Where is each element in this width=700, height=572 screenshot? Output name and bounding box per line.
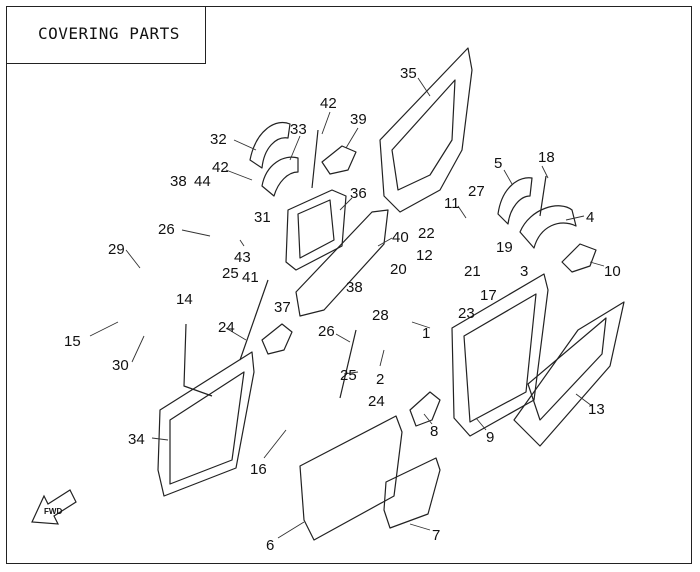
callout-3: 3 (520, 263, 528, 280)
callout-10: 10 (604, 263, 621, 280)
part-9-right-door (451, 273, 549, 437)
part-39-handle (321, 145, 357, 175)
callout-9: 9 (486, 429, 494, 446)
callout-11: 11 (444, 195, 460, 212)
part-8-latch (409, 391, 441, 427)
callout-42a: 42 (320, 95, 337, 112)
callout-26b: 26 (318, 323, 335, 340)
callout-21: 21 (464, 263, 481, 280)
callout-44: 44 (194, 173, 211, 190)
callout-26a: 26 (158, 221, 175, 238)
callout-33: 33 (290, 121, 307, 138)
callout-43: 43 (234, 249, 251, 266)
diagram-title: COVERING PARTS (38, 24, 180, 43)
callout-14: 14 (176, 291, 193, 308)
callout-34: 34 (128, 431, 145, 448)
part-7-grille (383, 457, 441, 529)
callout-32: 32 (210, 131, 227, 148)
title-box (6, 6, 206, 64)
callout-41: 41 (242, 269, 259, 286)
callout-25b: 25 (340, 367, 357, 384)
fwd-label: FWD (44, 507, 62, 516)
callout-18: 18 (538, 149, 555, 166)
part-34-left-door (157, 351, 255, 497)
part-33-handle (261, 156, 299, 197)
part-6-outer-door (299, 415, 403, 541)
callout-15: 15 (64, 333, 81, 350)
part-4-grab-handle (519, 205, 577, 249)
part-36-window-frame (285, 189, 347, 271)
callout-31: 31 (254, 209, 271, 226)
part-32-handle (249, 122, 291, 169)
callout-7: 7 (432, 527, 440, 544)
callout-2: 2 (376, 371, 384, 388)
callout-19: 19 (496, 239, 513, 256)
callout-16: 16 (250, 461, 267, 478)
callout-23: 23 (458, 305, 475, 322)
callout-4: 4 (586, 209, 594, 226)
callout-29: 29 (108, 241, 125, 258)
part-13-outline (513, 301, 625, 447)
callout-30: 30 (112, 357, 129, 374)
part-37-latch (261, 323, 293, 355)
callout-12: 12 (416, 247, 433, 264)
callout-6: 6 (266, 537, 274, 554)
callout-25a: 25 (222, 265, 239, 282)
callout-42b: 42 (212, 159, 229, 176)
part-5-grab-handle (497, 177, 533, 225)
part-35-door-panel (379, 47, 473, 213)
callout-5: 5 (494, 155, 502, 172)
callout-22: 22 (418, 225, 435, 242)
callout-numbers: 1 2 3 4 5 6 7 8 9 10 11 12 13 14 15 16 1… (64, 65, 621, 554)
callout-17: 17 (480, 287, 497, 304)
callout-20: 20 (390, 261, 407, 278)
callout-24a: 24 (218, 319, 235, 336)
callout-13: 13 (588, 401, 605, 418)
callout-40: 40 (392, 229, 409, 246)
callout-39: 39 (350, 111, 367, 128)
callout-37: 37 (274, 299, 291, 316)
callout-36: 36 (350, 185, 367, 202)
part-10-handle (561, 243, 597, 273)
callout-8: 8 (430, 423, 438, 440)
callout-35: 35 (400, 65, 417, 82)
callout-28: 28 (372, 307, 389, 324)
callout-24b: 24 (368, 393, 385, 410)
callout-1: 1 (422, 325, 430, 342)
callout-38b: 38 (346, 279, 363, 296)
callout-38a: 38 (170, 173, 187, 190)
callout-27: 27 (468, 183, 485, 200)
diagram-frame (6, 6, 692, 564)
part-40-inner-trim (295, 209, 389, 317)
fwd-direction-arrow (31, 489, 77, 525)
